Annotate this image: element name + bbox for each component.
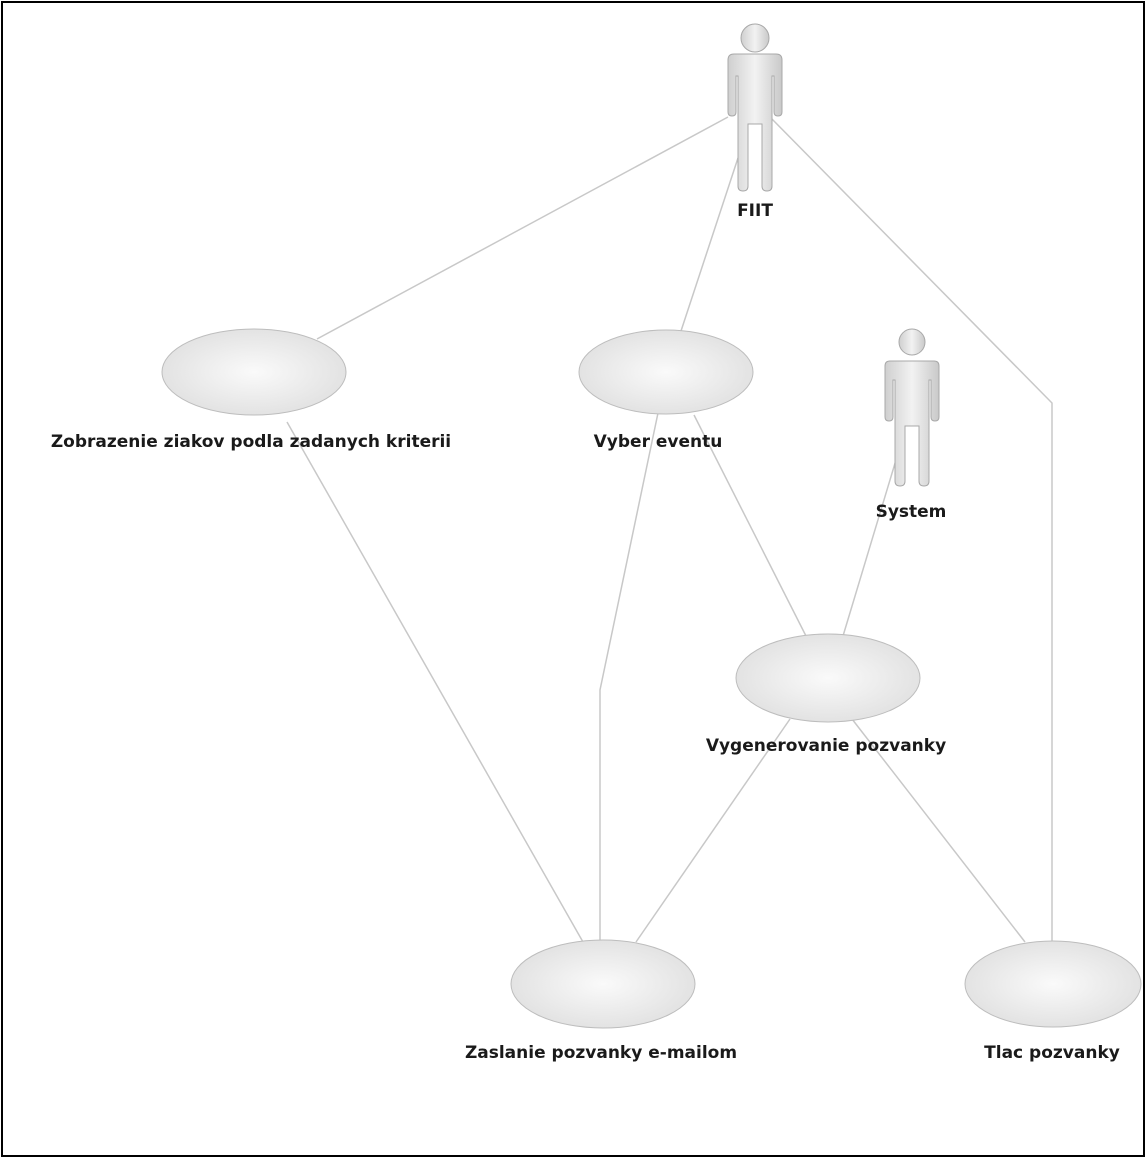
use-case-tlac-label: Tlac pozvanky <box>984 1043 1120 1063</box>
assoc-zobrazenie-zaslanie <box>286 421 584 943</box>
actor-system-label: System <box>876 502 947 522</box>
actor-fiit-figure <box>727 53 783 192</box>
assoc-fiit-vyber <box>680 157 739 332</box>
use-case-vyber-eventu-label: Vyber eventu <box>594 432 723 452</box>
actor-system-head <box>898 328 926 356</box>
associations <box>286 116 1053 943</box>
use-case-vyber-eventu[interactable] <box>578 329 754 415</box>
use-case-zaslanie-label: Zaslanie pozvanky e-mailom <box>465 1043 737 1063</box>
assoc-system-vygenerovanie <box>842 459 897 637</box>
assoc-vygenerovanie-zaslanie <box>635 718 791 943</box>
assoc-vyber-vygenerovanie <box>693 414 807 637</box>
assoc-vygenerovanie-tlac <box>851 718 1026 943</box>
assoc-vyber-zaslanie <box>599 412 659 942</box>
use-case-vygenerovanie-label: Vygenerovanie pozvanky <box>706 736 946 756</box>
assoc-fiit-zobrazenie <box>316 116 729 340</box>
use-case-zobrazenie-label: Zobrazenie ziakov podla zadanych kriteri… <box>51 432 451 452</box>
actor-fiit[interactable] <box>727 23 783 192</box>
use-case-vygenerovanie[interactable] <box>735 633 921 723</box>
actor-system[interactable] <box>884 328 940 487</box>
actor-fiit-head <box>740 23 770 53</box>
use-case-zaslanie[interactable] <box>510 939 696 1029</box>
use-case-zobrazenie[interactable] <box>161 328 347 416</box>
use-case-tlac[interactable] <box>964 940 1142 1028</box>
assoc-fiit-tlac <box>769 116 1053 942</box>
actor-fiit-label: FIIT <box>737 201 773 221</box>
actor-system-figure <box>884 360 940 487</box>
